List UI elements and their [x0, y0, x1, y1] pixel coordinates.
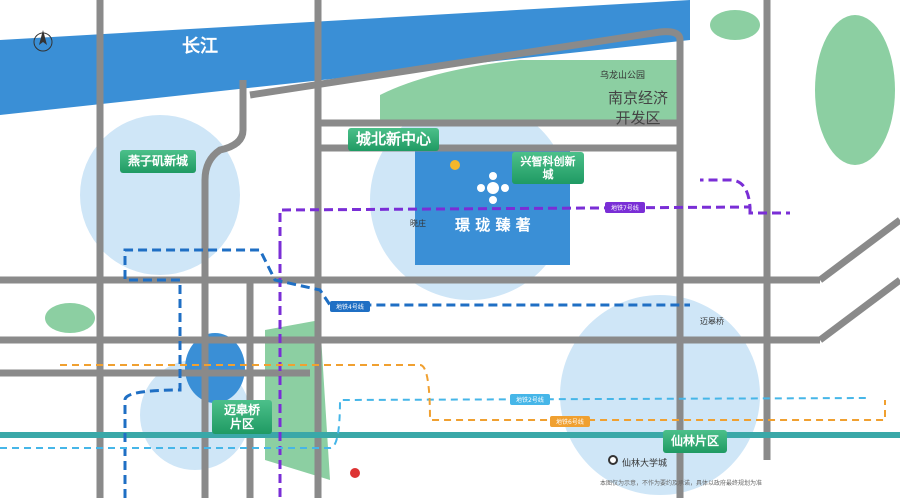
district-yanziji[interactable]: 燕子矶新城: [120, 150, 197, 173]
econ-zone-line2: 开发区: [615, 109, 661, 127]
metro-line-4: [123, 248, 690, 498]
metro-tag-line7: 地铁7号线: [605, 202, 645, 213]
lake: [185, 333, 245, 403]
project-flower-icon: [477, 172, 509, 204]
econ-zone-line1: 南京经济: [608, 89, 669, 107]
metro-line-7: [278, 178, 790, 498]
station-maigaoqiao[interactable]: 迈皋桥: [700, 317, 724, 326]
district-city-north[interactable]: 城北新中心: [348, 128, 440, 151]
poi-xianlin-university[interactable]: 仙林大学城: [622, 459, 668, 469]
river-label: 长江: [182, 36, 218, 57]
disclaimer: 本图仅为示意，不作为要约及承诺，具体以政府最终规划为准: [600, 480, 763, 487]
wulongshan-park: [380, 60, 680, 125]
district-xingzhi[interactable]: 兴智科创新城: [512, 152, 584, 184]
district-maigaoqiao[interactable]: 迈皋桥片区: [212, 400, 272, 434]
north-arrow-icon: [39, 30, 47, 45]
park-wulongshan: 乌龙山公园: [600, 71, 646, 81]
station-xiaozhuang[interactable]: 晓庄: [410, 219, 426, 228]
metro-tag-line6: 地铁6号线: [550, 416, 590, 427]
sun-logo-icon: [450, 160, 460, 170]
hospital-poi-icon: [350, 468, 360, 478]
yangtze-river: [0, 0, 690, 115]
metro-tag-line4: 地铁4号线: [330, 301, 370, 312]
metro-line-2: [0, 397, 871, 449]
green-patch: [710, 10, 760, 40]
metro-line-6: [60, 364, 886, 421]
green-patch: [45, 303, 95, 333]
metro-tag-line2: 地铁2号线: [510, 394, 550, 405]
project-name[interactable]: 璟 珑 臻 著: [455, 216, 531, 234]
econ-zone-label: 南京经济开发区: [608, 88, 668, 128]
university-poi-icon: [608, 455, 618, 465]
district-xianlin[interactable]: 仙林片区: [663, 430, 728, 453]
mountain-park: [815, 15, 895, 165]
